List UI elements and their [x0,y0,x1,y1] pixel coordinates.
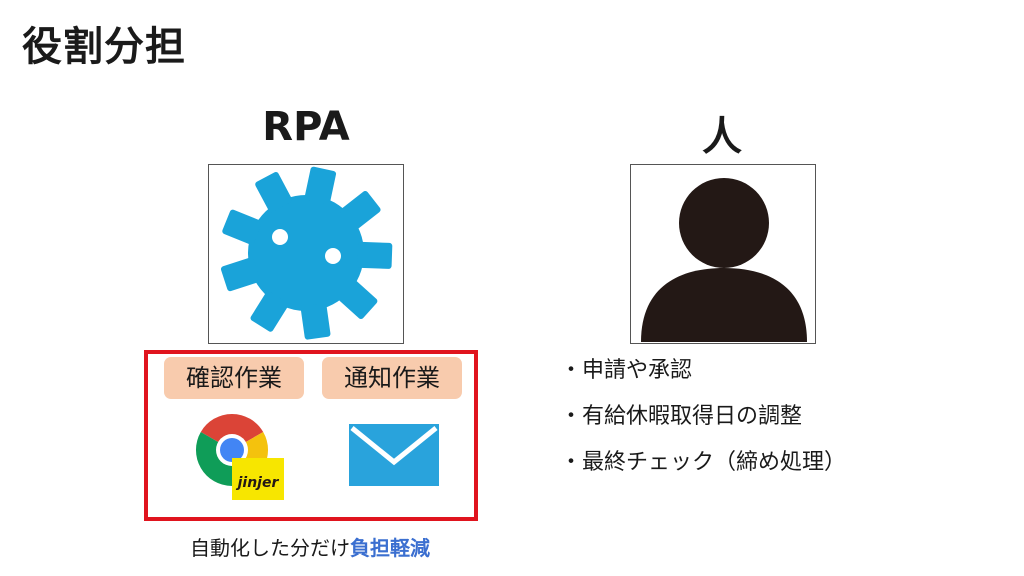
human-task-list: ・申請や承認 ・有給休暇取得日の調整 ・最終チェック（締め処理） [560,354,846,492]
bullet-text: 有給休暇取得日の調整 [582,404,803,429]
rpa-picture [208,164,404,344]
bullet-marker: ・ [560,404,583,429]
gear-eye-left [272,229,288,245]
rpa-tasks-frame [144,350,478,521]
gear-icon [220,166,393,340]
slide-title: 役割分担 [22,24,186,70]
bullet-text: 申請や承認 [582,358,693,383]
gear-eye-right [325,248,341,264]
jinjer-logo: jinjer [232,458,284,500]
chrome-icon: jinjer [195,413,284,500]
bottom-caption: 自動化した分だけ負担軽減 [120,532,500,561]
list-item: ・最終チェック（締め処理） [560,446,846,492]
bullet-marker: ・ [560,358,583,383]
caption-prefix: 自動化した分だけ [190,536,350,560]
bullet-text: 最終チェック（締め処理） [582,450,847,475]
jinjer-logo-text: jinjer [236,475,280,491]
rpa-heading: RPA [262,104,350,150]
person-icon [641,178,807,342]
list-item: ・有給休暇取得日の調整 [560,400,846,446]
notify-task-tag: 通知作業 [322,357,462,399]
human-heading: 人 [702,114,742,160]
human-picture [630,164,816,344]
confirm-task-tag: 確認作業 [164,357,304,399]
bullet-marker: ・ [560,450,583,475]
mail-icon [349,424,439,486]
list-item: ・申請や承認 [560,354,846,400]
caption-highlight: 負担軽減 [350,536,430,560]
